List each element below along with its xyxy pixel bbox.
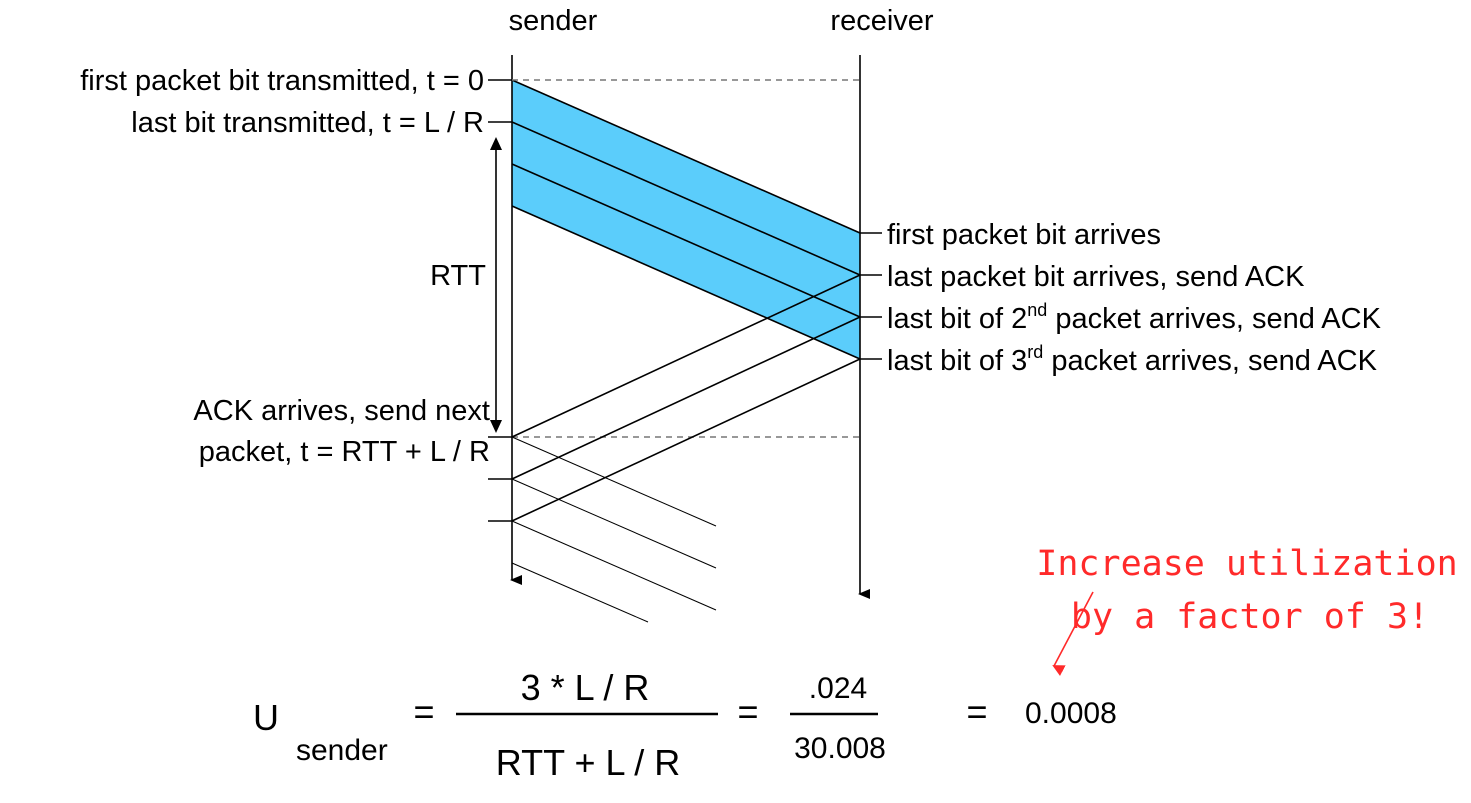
- next-packet-edge-4: [511, 562, 649, 623]
- second-sup: nd: [1027, 300, 1047, 320]
- annotation-arrow: [1052, 591, 1094, 676]
- formula-equals-2: =: [737, 691, 758, 732]
- packet-edge-4: [511, 205, 861, 360]
- second-prefix: last bit of 2: [887, 303, 1027, 335]
- annotation-line1: Increase utilization: [1036, 544, 1457, 584]
- label-first-bit-transmitted: first packet bit transmitted, t = 0: [80, 65, 484, 97]
- label-second-packet-arrives: last bit of 2nd packet arrives, send ACK: [887, 300, 1382, 335]
- second-suffix: packet arrives, send ACK: [1047, 303, 1381, 335]
- ack-line-2: [511, 316, 861, 480]
- packet-edge-1: [511, 79, 861, 234]
- formula-u: U: [253, 697, 279, 738]
- sender-header: sender: [509, 5, 598, 37]
- formula-numerator-2: .024: [809, 672, 867, 705]
- label-last-packet-bit-arrives: last packet bit arrives, send ACK: [887, 261, 1305, 293]
- next-packet-edge-1: [511, 436, 717, 527]
- label-ack-arrives-line1: ACK arrives, send next: [193, 395, 490, 427]
- packet-3-band: [512, 164, 860, 359]
- third-sup: rd: [1027, 342, 1043, 362]
- third-prefix: last bit of 3: [887, 345, 1027, 377]
- third-suffix: packet arrives, send ACK: [1043, 345, 1377, 377]
- formula-subscript-sender: sender: [296, 734, 388, 767]
- formula-equals-3: =: [966, 691, 987, 732]
- next-packet-edge-2: [511, 478, 717, 569]
- label-ack-arrives-line2: packet, t = RTT + L / R: [199, 436, 490, 468]
- label-last-bit-transmitted: last bit transmitted, t = L / R: [131, 107, 484, 139]
- label-rtt: RTT: [430, 260, 486, 292]
- formula-numerator: 3 * L / R: [521, 667, 650, 708]
- formula-equals-1: =: [413, 691, 434, 732]
- packet-2-band: [512, 122, 860, 317]
- annotation-line2: by a factor of 3!: [1071, 597, 1429, 637]
- next-packet-edge-3: [511, 520, 717, 611]
- formula-denominator-2: 30.008: [794, 732, 886, 765]
- formula-result: 0.0008: [1025, 697, 1117, 730]
- packet-edge-2: [511, 121, 861, 276]
- packet-edge-3: [511, 163, 861, 318]
- formula-denominator: RTT + L / R: [496, 742, 680, 783]
- rtt-arrow-head-bottom: [490, 420, 502, 433]
- receiver-header: receiver: [830, 5, 933, 37]
- rtt-arrow-head-top: [490, 137, 502, 150]
- packet-1-band: [512, 80, 860, 275]
- ack-line-1: [511, 274, 861, 438]
- ack-line-3: [511, 358, 861, 522]
- label-third-packet-arrives: last bit of 3rd packet arrives, send ACK: [887, 342, 1378, 377]
- label-first-packet-bit-arrives: first packet bit arrives: [887, 219, 1161, 251]
